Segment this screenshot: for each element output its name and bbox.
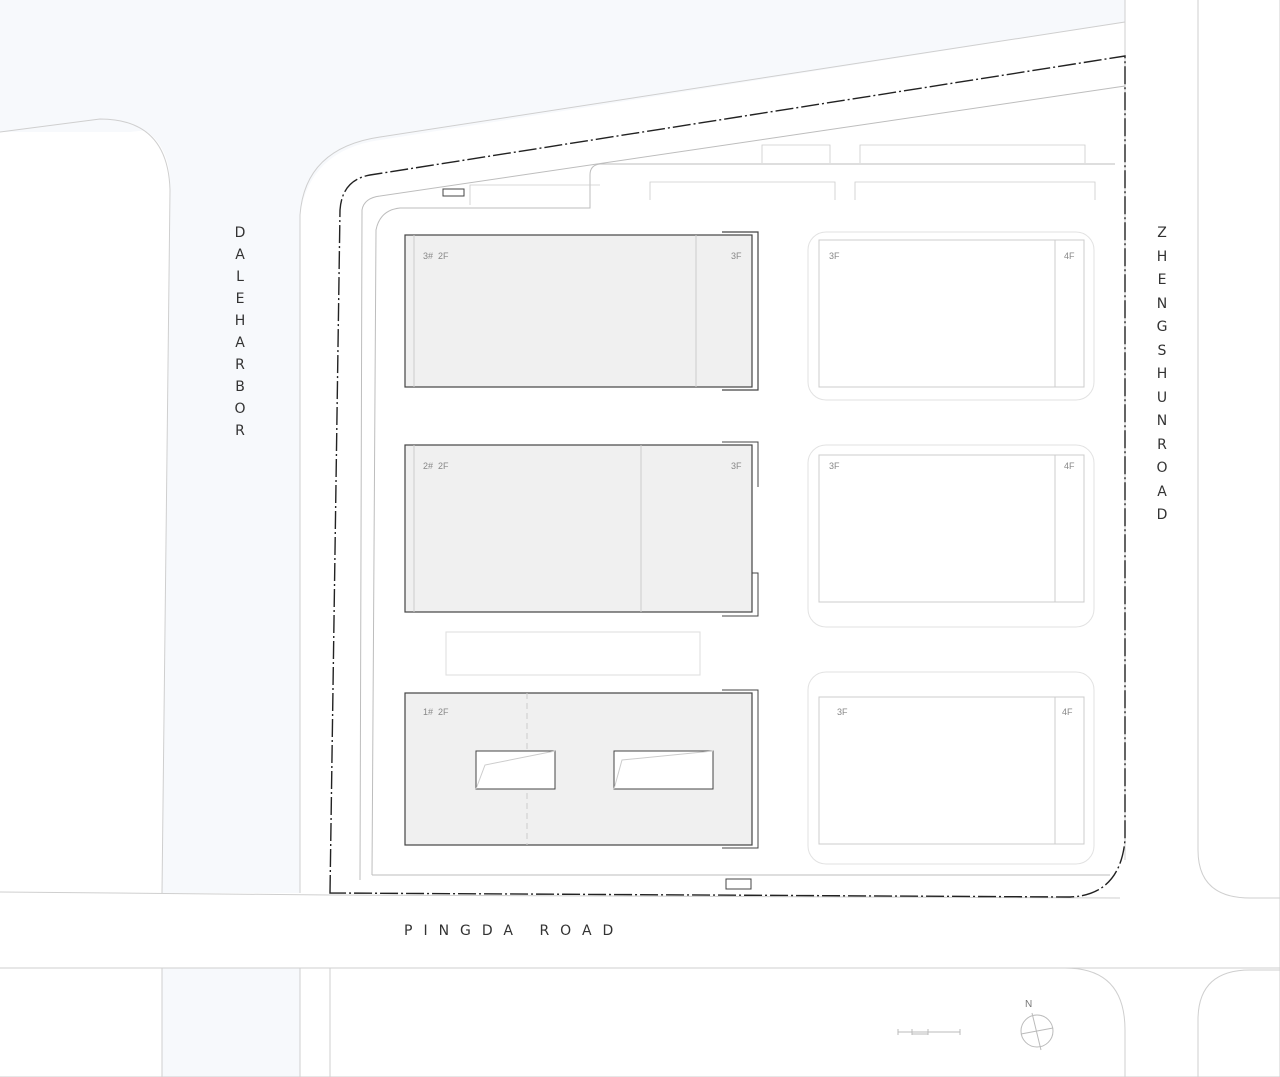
building-3 (404, 231, 759, 391)
north-arrow-icon (1020, 1012, 1054, 1051)
parking-stalls (469, 144, 1096, 205)
building-east-3 (807, 671, 1095, 865)
building-1 (404, 689, 759, 849)
internal-roads (359, 85, 1126, 881)
dale-harbor-water (0, 21, 1126, 1077)
building-east-1 (807, 231, 1095, 401)
gate-house-south (725, 878, 752, 890)
scale-bar (897, 1029, 961, 1035)
building-east-2 (807, 444, 1095, 628)
building-2 (404, 441, 759, 617)
gate-house-north (442, 188, 465, 197)
site-boundary (329, 55, 1126, 898)
plaza (445, 631, 701, 676)
